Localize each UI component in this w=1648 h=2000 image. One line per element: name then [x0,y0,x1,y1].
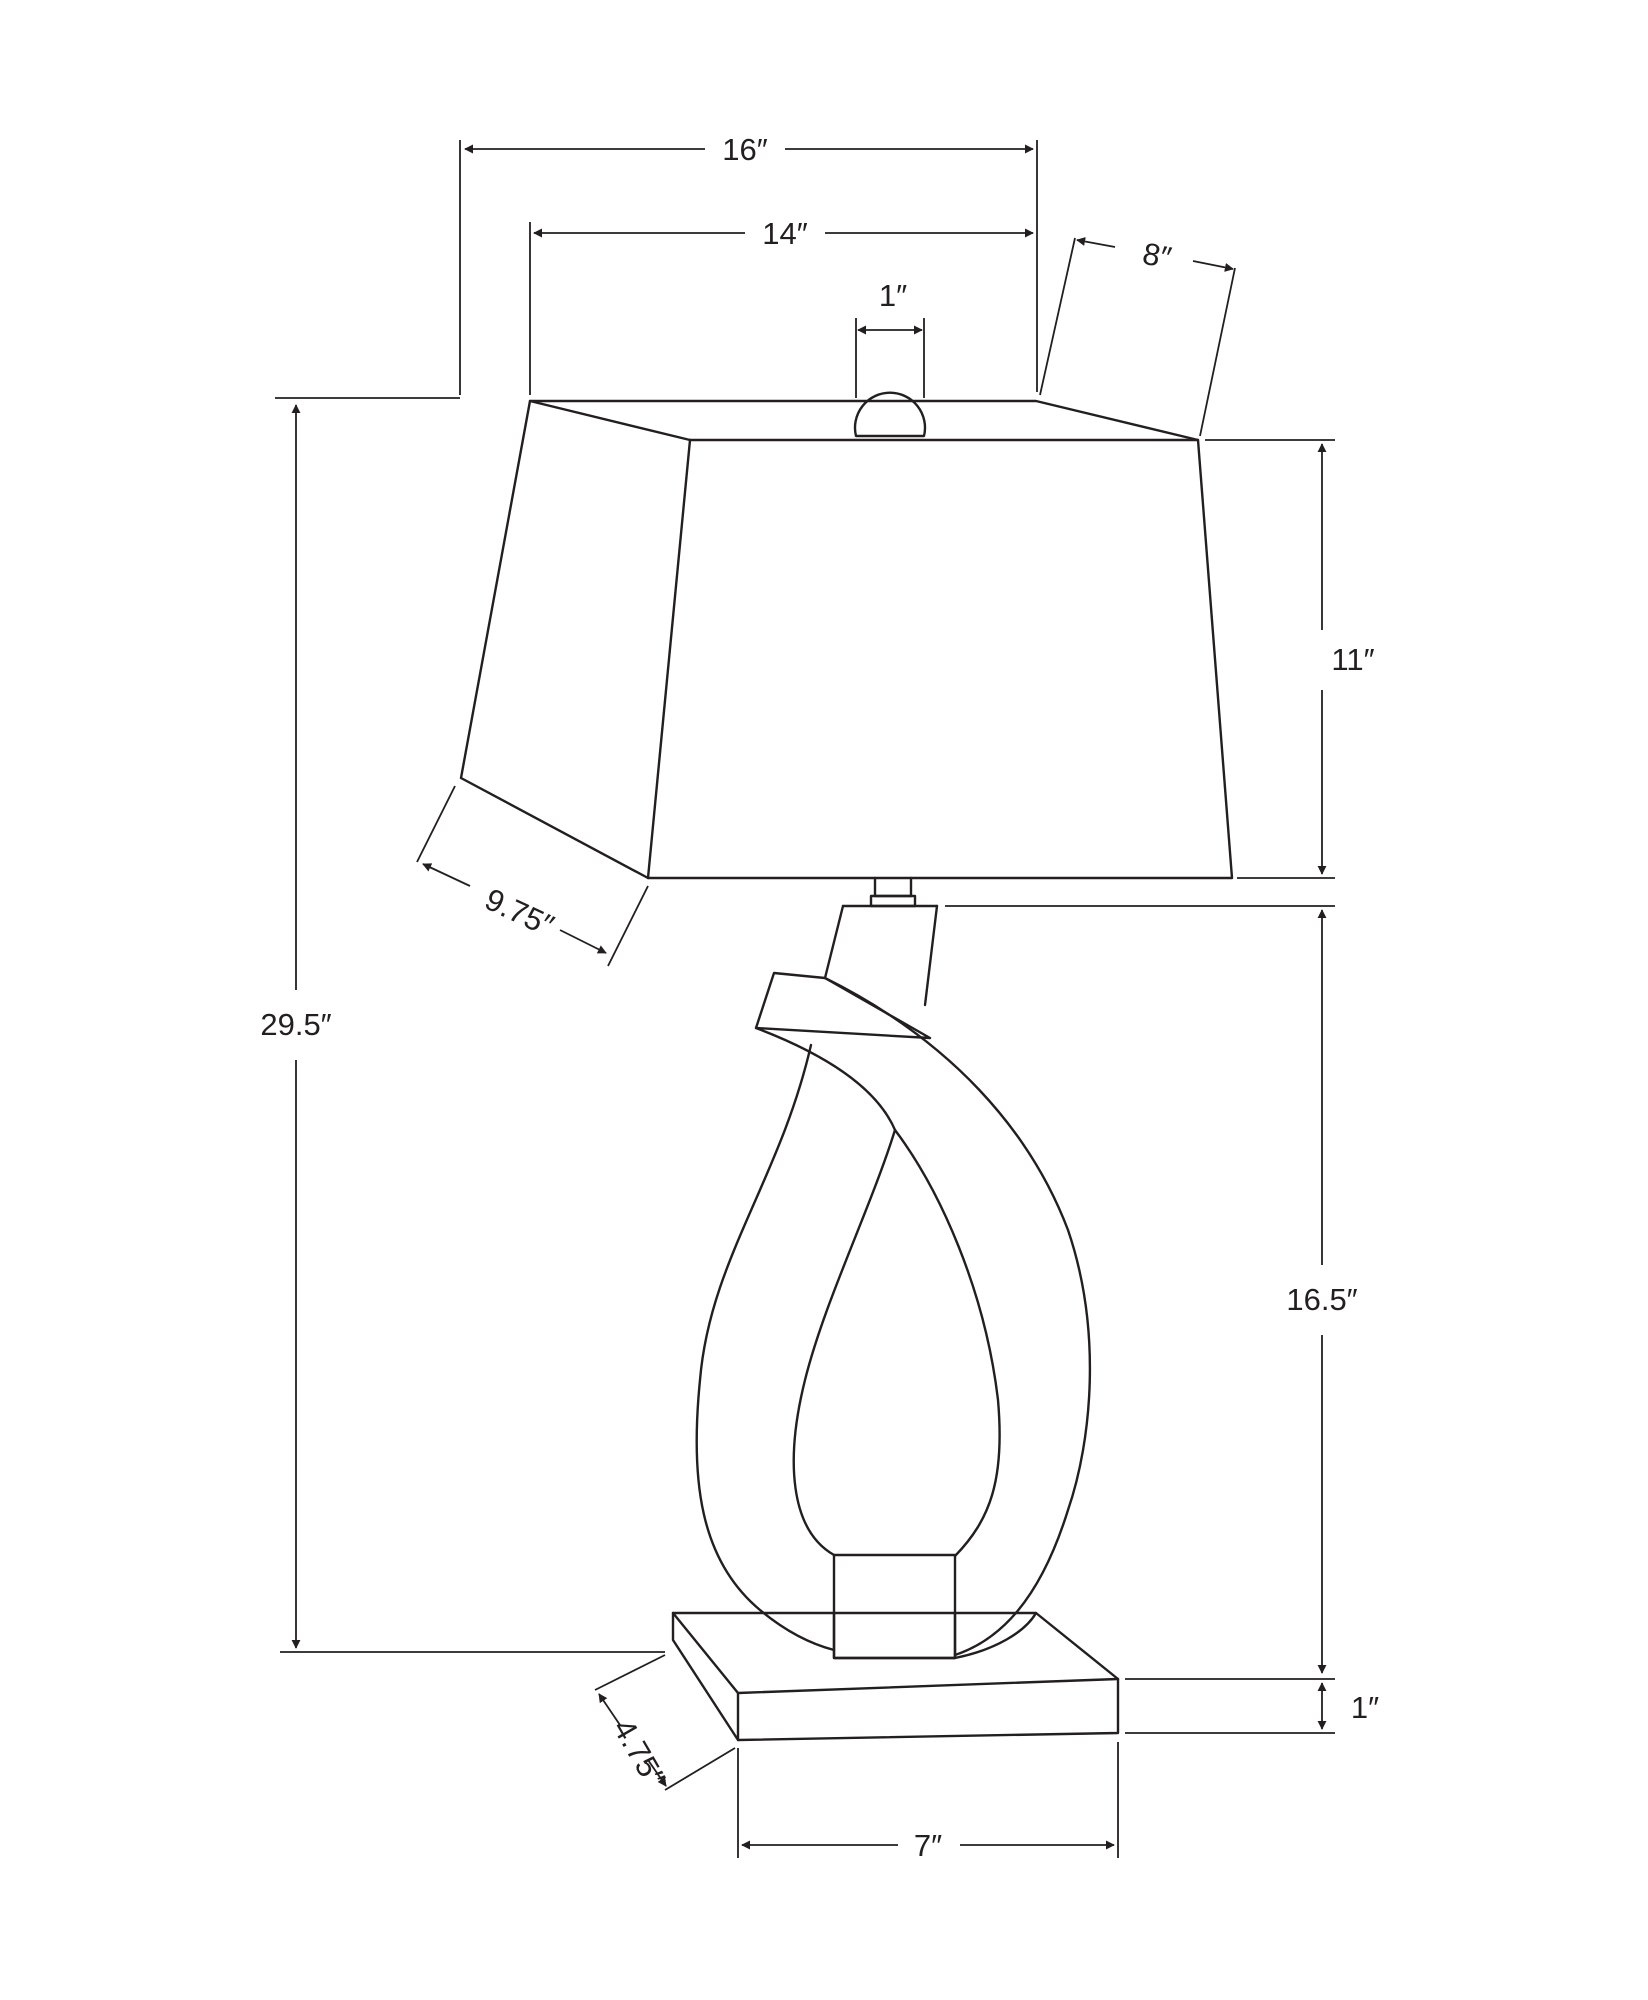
label-shade-top-inner-width: 14″ [762,216,807,251]
lamp-neck [841,876,939,908]
label-shade-top-depth: 8″ [1140,236,1174,276]
shade-front-left [646,438,692,880]
label-body-height: 16.5″ [1286,1282,1357,1317]
finial-ball [853,391,927,438]
dimension-labels: 16″ 14″ 1″ 8″ 11″ 9.75″ 29.5″ 16.5″ 1″ 4… [260,132,1379,1863]
label-shade-height: 11″ [1331,642,1374,677]
shade-front-edge-left [528,399,692,442]
finial [853,391,927,438]
lamp-body [695,904,1092,1660]
label-base-height: 1″ [1351,1690,1379,1725]
shade-outline [459,399,1234,880]
dimension-lines [275,140,1335,1858]
label-overall-height: 29.5″ [260,1007,331,1042]
label-shade-top-width: 16″ [722,132,767,167]
label-base-width: 7″ [914,1828,942,1863]
lamp-base [671,1611,1120,1742]
label-finial-width: 1″ [879,278,907,313]
label-base-depth: 4.75″ [606,1713,672,1792]
lamp-shade [459,399,1234,880]
label-shade-bottom-depth: 9.75″ [480,882,559,944]
